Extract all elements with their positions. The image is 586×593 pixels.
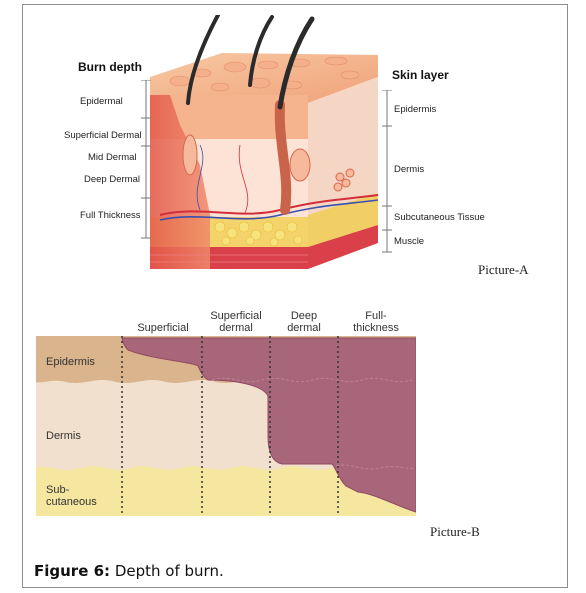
column-deep-dermal: Deep dermal bbox=[270, 310, 338, 334]
skin-layer-subcutaneous-tissue: Subcutaneous Tissue bbox=[394, 212, 485, 223]
column-superficial-line2: Superficial bbox=[137, 322, 189, 334]
picture-a-label: Picture-A bbox=[478, 262, 529, 277]
column-superficial-dermal-line2: dermal bbox=[219, 322, 253, 334]
figure-caption-text: Depth of burn. bbox=[114, 562, 224, 580]
burn-depth-epidermal: Epidermal bbox=[80, 96, 123, 107]
burn-depth-cross-section bbox=[36, 336, 416, 516]
column-deep-dermal-line2: dermal bbox=[287, 322, 321, 334]
skin-layer-bracket bbox=[382, 90, 392, 253]
skin-layer-heading: Skin layer bbox=[392, 68, 449, 82]
column-full-thickness-line2: thickness bbox=[353, 322, 399, 334]
figure-caption-label: Figure 6: bbox=[34, 562, 111, 580]
burn-depth-mid-dermal: Mid Dermal bbox=[88, 152, 137, 163]
column-superficial-dermal: Superficial dermal bbox=[202, 310, 270, 334]
layer-subcutaneous-label: Sub- cutaneous bbox=[46, 484, 97, 508]
layer-dermis-label: Dermis bbox=[46, 430, 81, 442]
layer-epidermis-label: Epidermis bbox=[46, 356, 95, 368]
column-superficial: Superficial bbox=[128, 310, 198, 334]
figure-caption: Figure 6: Depth of burn. bbox=[34, 562, 224, 580]
column-deep-dermal-line1: Deep bbox=[290, 310, 318, 322]
burn-depth-heading: Burn depth bbox=[78, 60, 142, 74]
skin-block-illustration bbox=[150, 15, 379, 269]
column-full-thickness-line1: Full- bbox=[365, 310, 387, 322]
picture-a: Burn depth Epidermal Superficial Dermal … bbox=[0, 0, 586, 290]
picture-b: Superficial Superficial dermal Deep derm… bbox=[0, 290, 586, 550]
skin-layer-muscle: Muscle bbox=[394, 236, 425, 247]
burn-depth-full-thickness: Full Thickness bbox=[80, 210, 141, 221]
skin-layer-epidermis: Epidermis bbox=[394, 104, 437, 115]
burn-depth-superficial-dermal: Superficial Dermal bbox=[64, 130, 142, 141]
column-superficial-dermal-line1: Superficial bbox=[210, 310, 262, 322]
burn-depth-bracket bbox=[141, 80, 151, 239]
layer-subcutaneous-line1: Sub- bbox=[46, 484, 70, 496]
column-full-thickness: Full- thickness bbox=[338, 310, 414, 334]
picture-b-label: Picture-B bbox=[430, 524, 480, 539]
skin-layer-dermis: Dermis bbox=[394, 164, 425, 175]
burn-depth-deep-dermal: Deep Dermal bbox=[84, 174, 140, 185]
layer-subcutaneous-line2: cutaneous bbox=[46, 496, 97, 508]
